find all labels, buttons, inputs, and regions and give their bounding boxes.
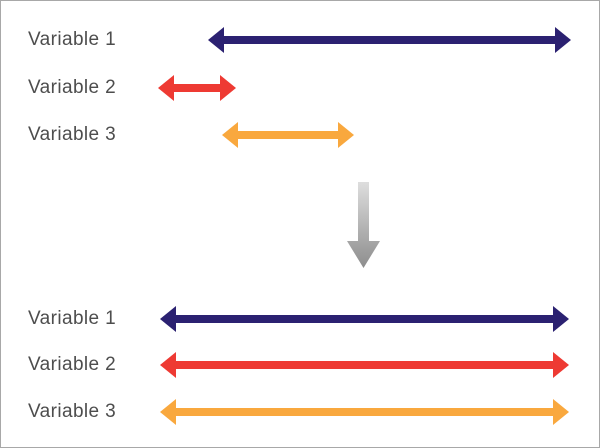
after-variable-1-range-arrow [160, 306, 569, 332]
before-variable-2-range-arrow [158, 75, 236, 101]
before-variable-1-range-arrow [208, 27, 571, 53]
after-variable-2-range-arrow [160, 352, 569, 378]
after-variable-3-range-arrow [160, 399, 569, 425]
after-variable-1-label: Variable 1 [28, 308, 117, 329]
before-variable-1-label: Variable 1 [28, 29, 117, 50]
after-variable-3-label: Variable 3 [28, 401, 117, 422]
before-variable-3-label: Variable 3 [28, 124, 117, 145]
transform-down-arrow-icon [347, 182, 380, 268]
after-variable-2-label: Variable 2 [28, 354, 117, 375]
before-variable-2-label: Variable 2 [28, 77, 117, 98]
before-variable-3-range-arrow [222, 122, 354, 148]
